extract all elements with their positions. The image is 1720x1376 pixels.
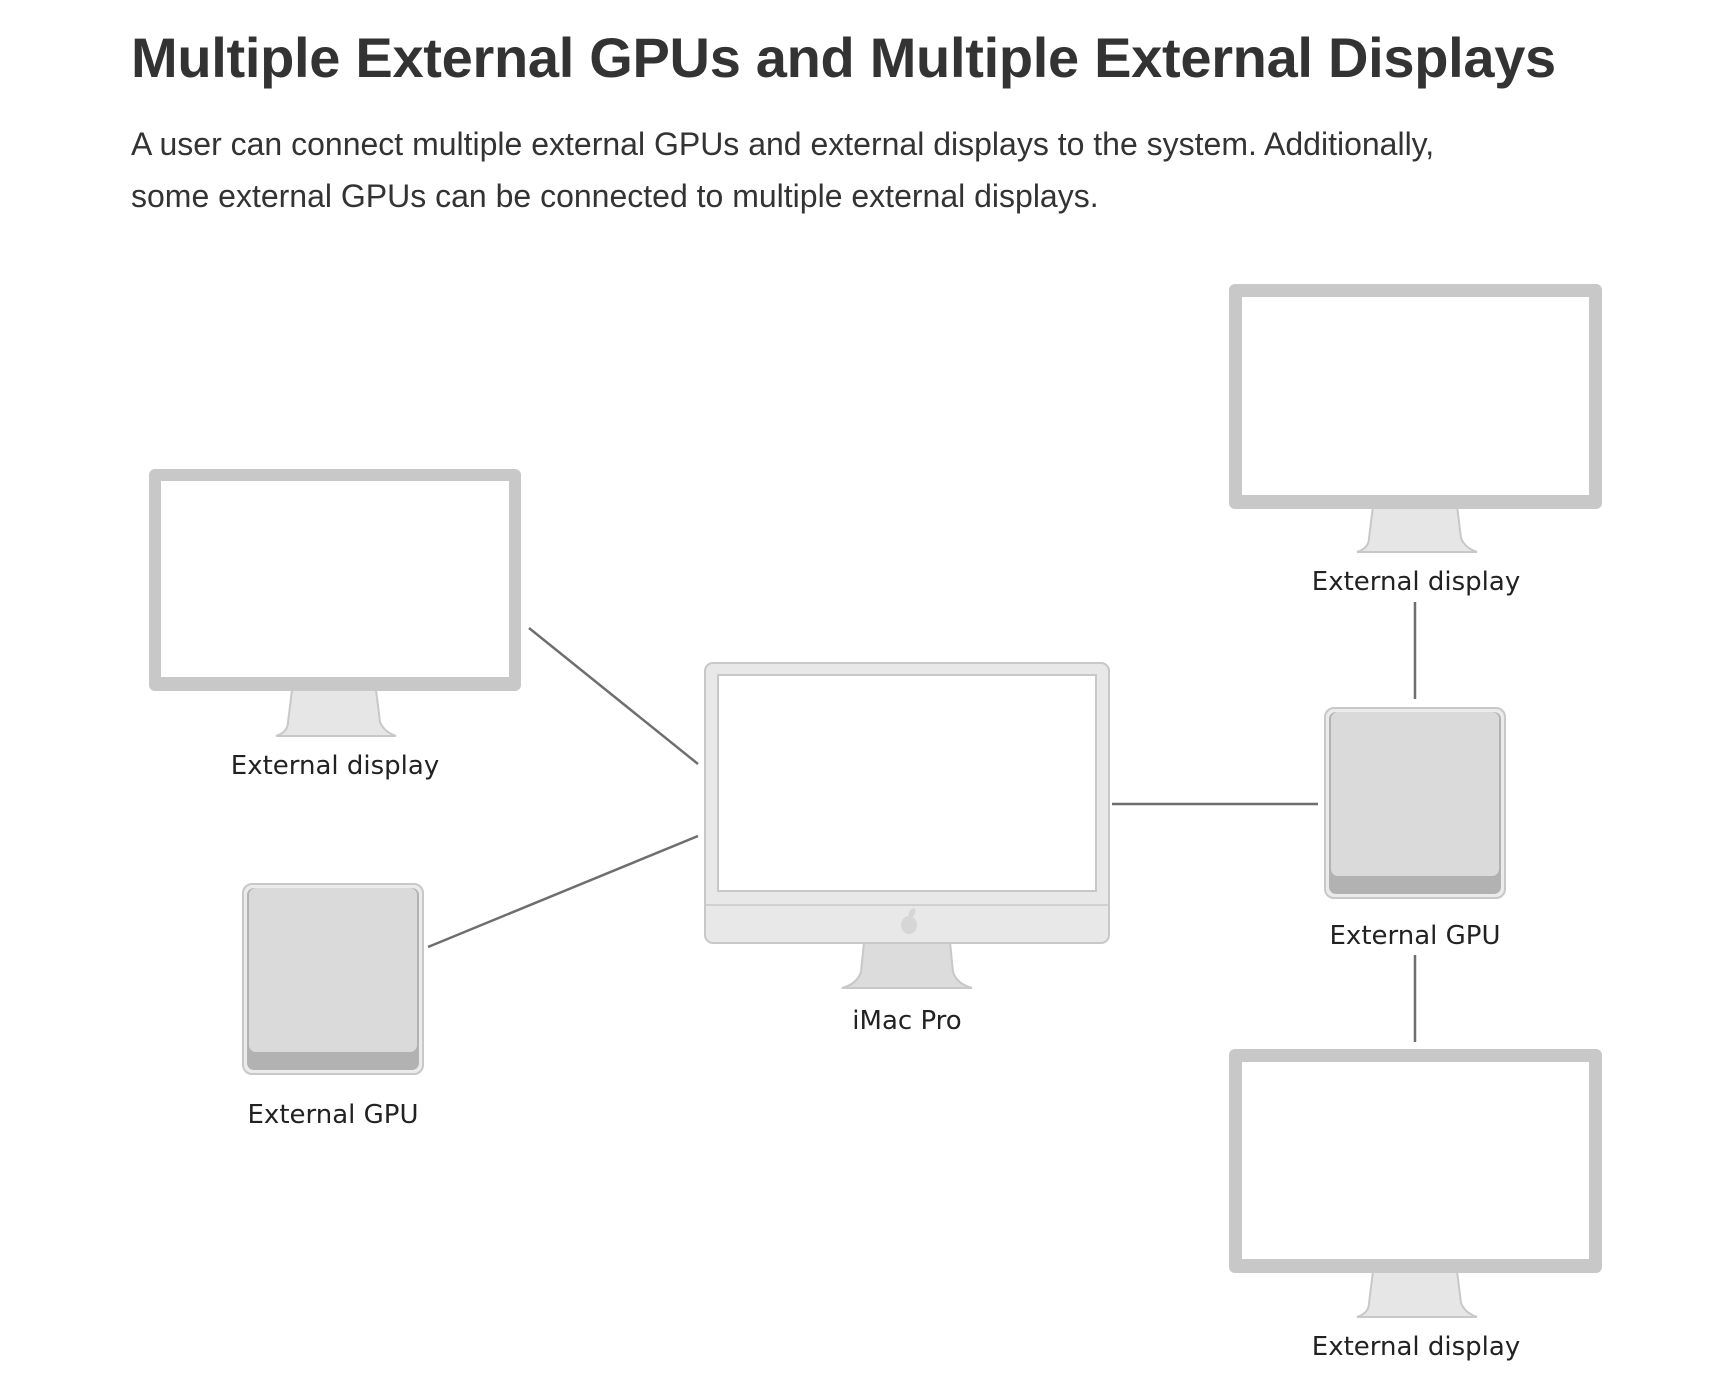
external-display-bottom-right-label: External display xyxy=(1312,1332,1520,1362)
connector-lines xyxy=(427,602,1417,1042)
imac-pro: iMac Pro xyxy=(704,662,1110,1036)
apple-logo-icon xyxy=(901,908,917,934)
external-gpu-icon xyxy=(242,883,424,1075)
imac-pro-icon xyxy=(704,662,1110,989)
external-gpu-left: External GPU xyxy=(242,883,424,1130)
intro-line-2: some external GPUs can be connected to m… xyxy=(131,178,1099,214)
external-display-top-right-label: External display xyxy=(1312,567,1520,597)
external-display-icon xyxy=(1229,1049,1602,1318)
intro-line-1: A user can connect multiple external GPU… xyxy=(131,126,1435,162)
external-display-icon xyxy=(1229,284,1602,553)
page-title: Multiple External GPUs and Multiple Exte… xyxy=(131,26,1556,89)
intro-paragraph: A user can connect multiple external GPU… xyxy=(131,118,1611,222)
external-display-icon xyxy=(149,469,521,737)
external-gpu-left-label: External GPU xyxy=(248,1100,419,1130)
imac-pro-label: iMac Pro xyxy=(852,1006,961,1036)
external-display-left: External display xyxy=(149,469,521,781)
external-display-top-right: External display xyxy=(1229,284,1602,597)
external-display-bottom-right: External display xyxy=(1229,1049,1602,1362)
external-gpu-icon xyxy=(1324,707,1506,899)
external-gpu-right-label: External GPU xyxy=(1330,921,1501,951)
external-display-left-label: External display xyxy=(231,751,439,781)
connector-gpu-left-imac xyxy=(427,834,699,949)
external-gpu-right: External GPU xyxy=(1324,707,1506,951)
connector-display-left-imac xyxy=(528,627,699,765)
